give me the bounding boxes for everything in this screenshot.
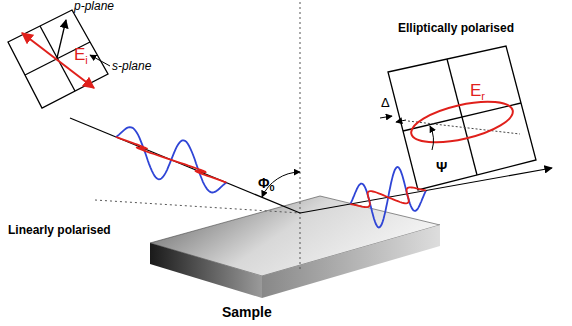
sample-front <box>150 243 262 298</box>
angle-label: Φ0 <box>258 176 275 193</box>
waves <box>116 127 426 227</box>
incident-beam <box>70 118 300 213</box>
wave <box>116 137 226 183</box>
s-plane-pointer <box>90 55 110 66</box>
state-label: Linearly polarised <box>8 224 111 237</box>
plane-label: s-plane <box>112 60 151 73</box>
plane-label: p-plane <box>74 0 114 13</box>
state-label: Elliptically polarised <box>398 22 514 35</box>
psi-arc <box>430 126 433 150</box>
input-polariser-frame <box>8 10 112 108</box>
field-label: Er <box>470 82 485 102</box>
sample-side <box>262 225 440 298</box>
field-vector-in <box>22 33 94 88</box>
output-frame <box>388 46 536 190</box>
psi-label: Ψ <box>436 160 447 175</box>
delta-marker <box>380 116 392 118</box>
reflected-beam <box>300 168 552 213</box>
delta-marker <box>396 120 406 122</box>
field-label: Ei <box>74 46 88 66</box>
polarisation-ellipse <box>408 94 517 151</box>
sample-label: Sample <box>222 305 272 320</box>
plane-line <box>95 200 300 213</box>
surface-normal <box>300 2 301 272</box>
wave <box>116 127 226 192</box>
delta-label: Δ <box>381 96 390 110</box>
wave <box>350 187 426 207</box>
wave <box>350 167 426 228</box>
